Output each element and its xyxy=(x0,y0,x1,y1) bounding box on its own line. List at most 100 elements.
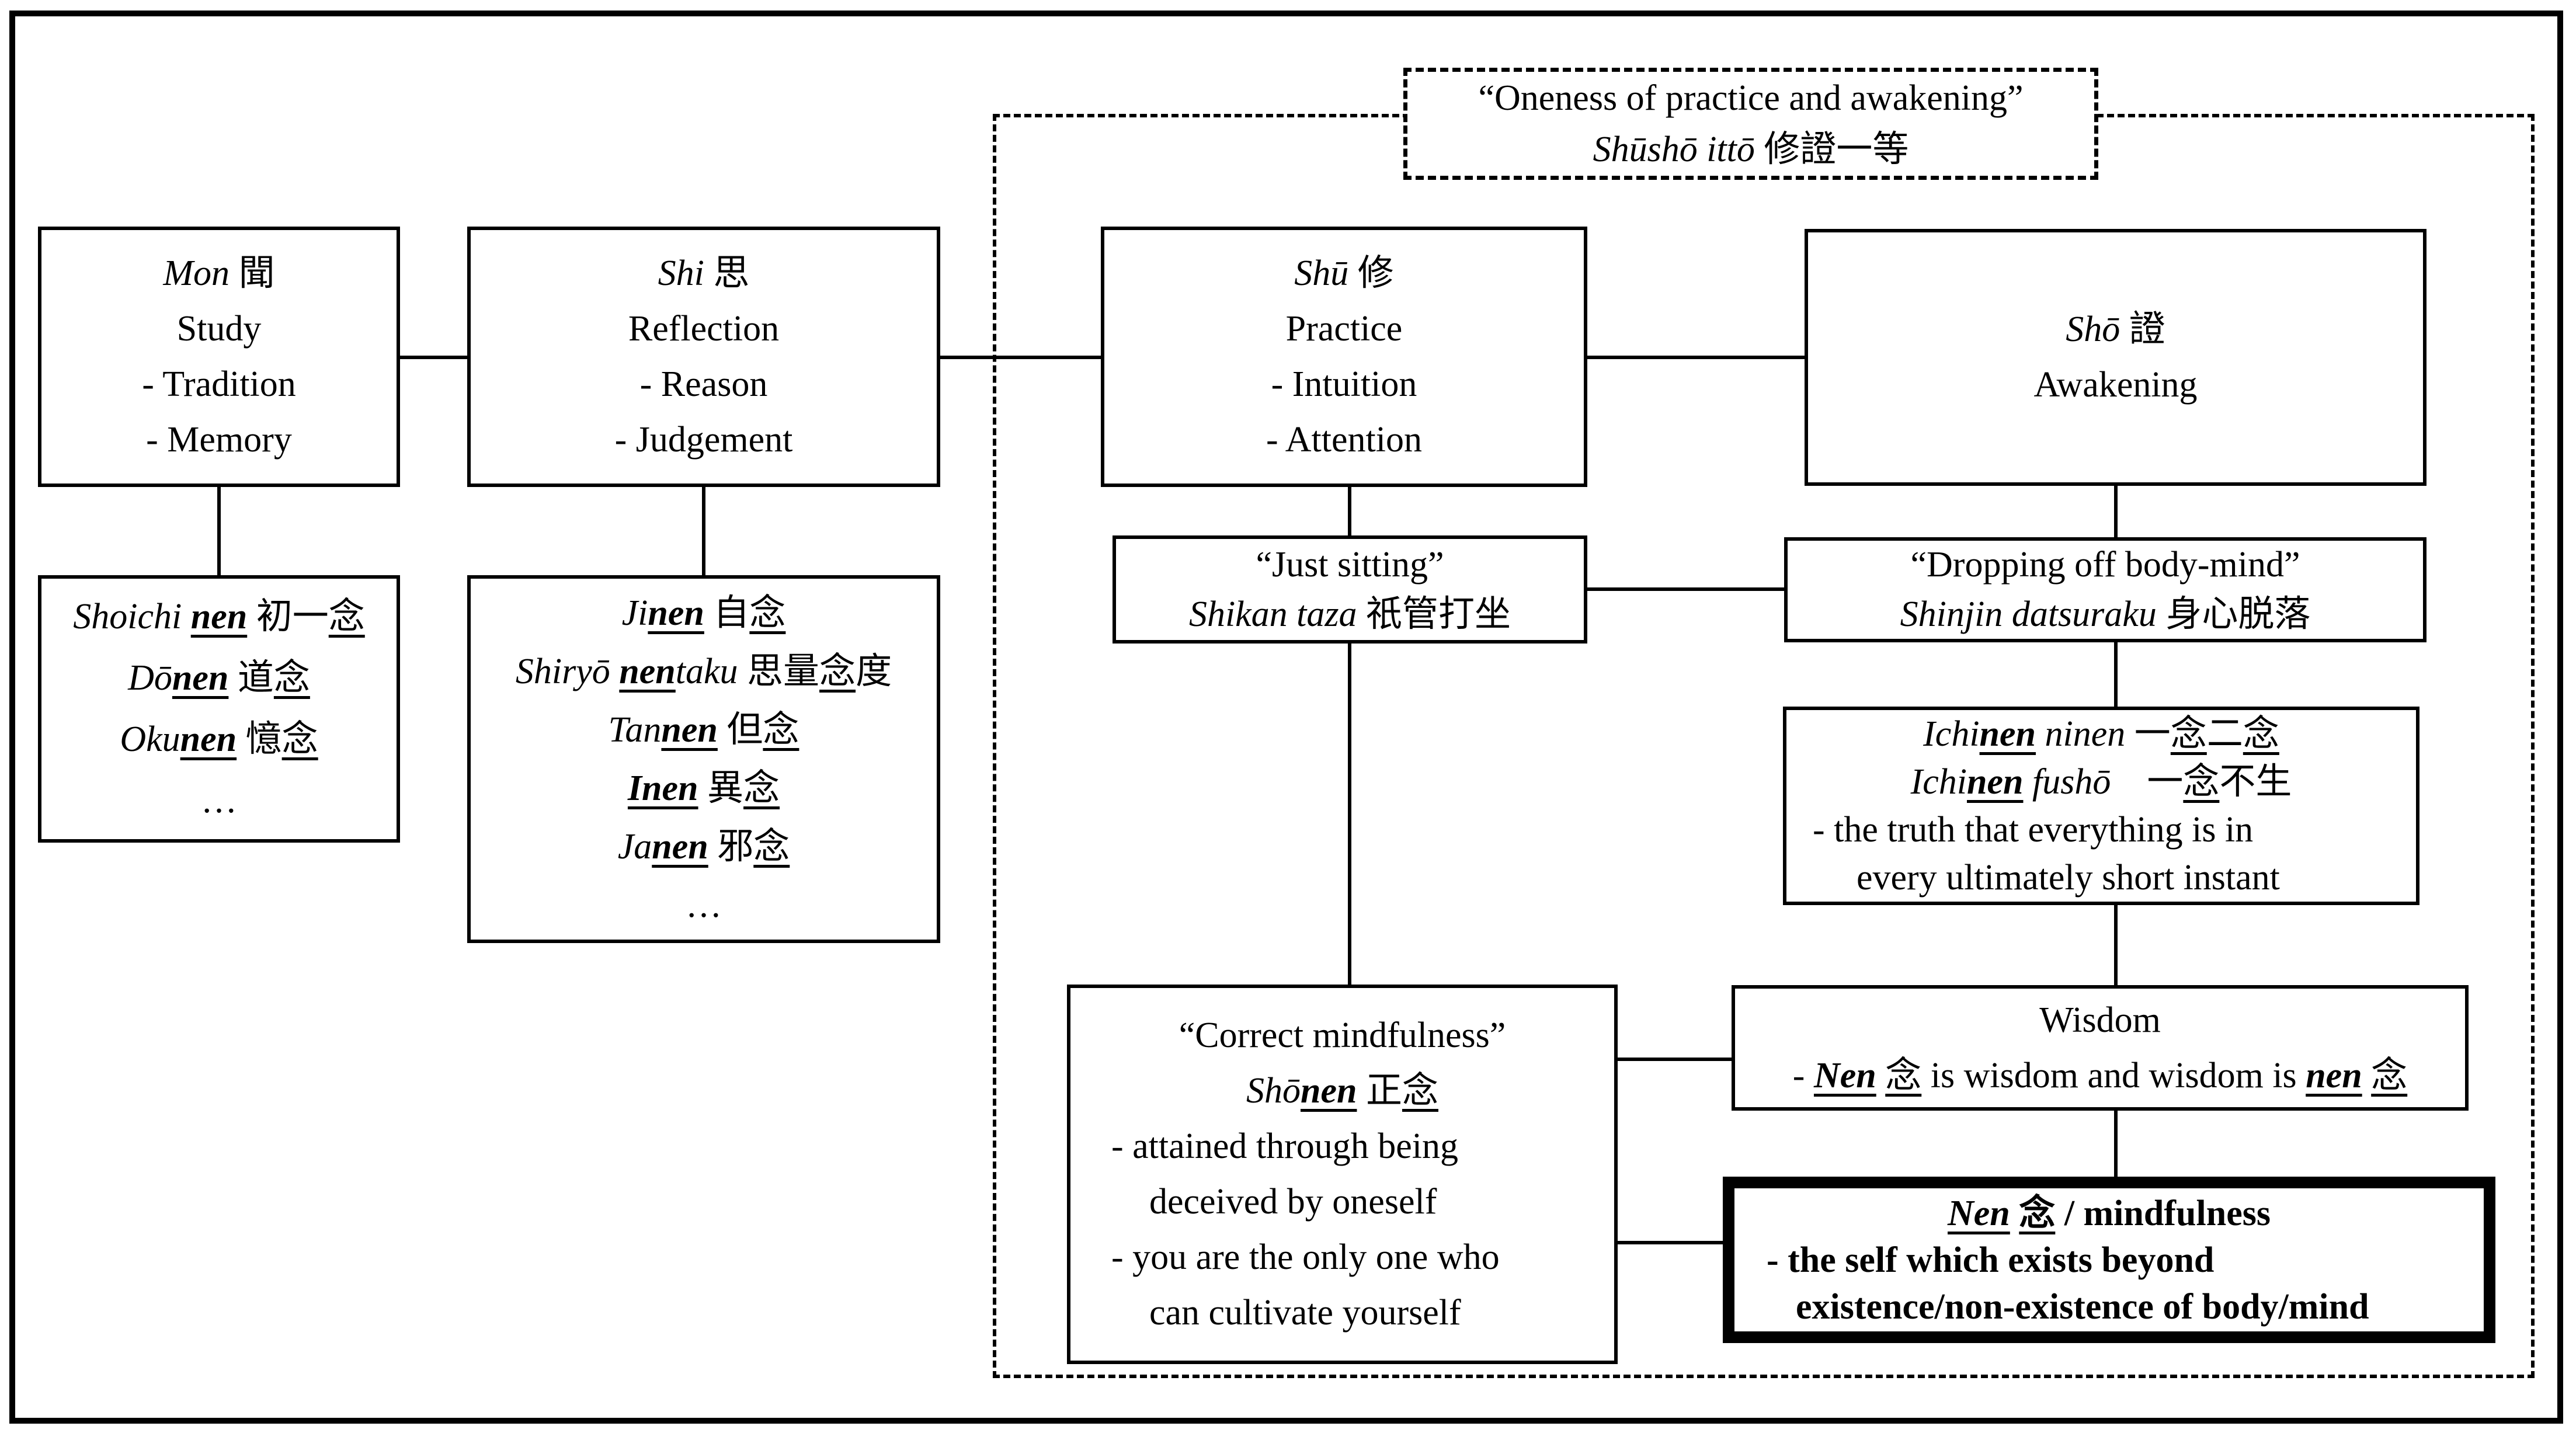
text-segment: nen xyxy=(661,710,718,750)
text-segment: “Dropping off body-mind” xyxy=(1910,545,2300,585)
text-segment: nen xyxy=(1300,1071,1357,1111)
text-segment: nen xyxy=(172,658,229,698)
text-segment: … xyxy=(686,885,722,925)
text-segment: 念 xyxy=(743,768,780,808)
text-segment: 道 xyxy=(228,658,274,698)
text-segment: Study xyxy=(176,309,262,349)
connector-wisdom-nen xyxy=(2114,1109,2118,1177)
text-segment: Shū xyxy=(1294,253,1349,293)
text-segment: Dō xyxy=(128,658,172,698)
text-segment: 念 xyxy=(1402,1071,1438,1111)
study-box: Mon 聞 Study - Tradition - Memory xyxy=(38,227,400,487)
oneness-romaji-kanji: Shūshō ittō 修證一等 xyxy=(1407,124,2094,175)
oneness-title: “Oneness of practice and awakening” xyxy=(1407,72,2094,124)
ellipsis: … xyxy=(41,770,397,832)
text-segment: 正 xyxy=(1357,1071,1402,1111)
shiryo-nentaku-line: Shiryō nentaku 思量念度 xyxy=(471,642,937,701)
text-segment: - Tradition xyxy=(142,364,296,404)
text-segment: “Just sitting” xyxy=(1256,544,1444,585)
shinjin-datsuraku-line: Shinjin datsuraku 身心脱落 xyxy=(1788,590,2423,639)
text-segment: 念 xyxy=(753,827,790,867)
text-segment: 念 xyxy=(1885,1055,1922,1095)
text-segment: 思量 xyxy=(738,652,820,691)
text-segment: 修證一等 xyxy=(1754,130,1909,169)
text-segment: every ultimately short instant xyxy=(1857,858,2280,898)
practice-label: Practice xyxy=(1104,301,1584,357)
text-segment: nen xyxy=(648,593,704,633)
text-segment: Shi xyxy=(658,253,704,293)
text-segment: 證 xyxy=(2120,309,2165,349)
awakening-label: Awakening xyxy=(1808,357,2423,413)
text-segment: 異 xyxy=(698,768,744,808)
text-segment: 念 xyxy=(2170,714,2207,754)
connector-shi-jinen xyxy=(702,487,705,575)
correct-title: “Correct mindfulness” xyxy=(1070,1008,1614,1063)
text-segment: “Oneness of practice and awakening” xyxy=(1478,78,2024,118)
correct-mindfulness-box: “Correct mindfulness” Shōnen 正念 - attain… xyxy=(1067,985,1618,1364)
text-segment: Wisdom xyxy=(2039,1000,2161,1040)
janen-line: Janen 邪念 xyxy=(471,818,937,876)
ichinen-ninen-line: Ichinen ninen 一念二念 xyxy=(1786,710,2416,758)
ellipsis: … xyxy=(471,876,937,934)
ichinen-note-line2: every ultimately short instant xyxy=(1786,854,2486,902)
nen-note-line1: - the self which exists beyond xyxy=(1734,1237,2516,1284)
text-segment: Shō xyxy=(1246,1071,1301,1111)
connector-mon-shi xyxy=(400,356,467,359)
text-segment: Nen xyxy=(1813,1055,1876,1095)
text-segment: 度 xyxy=(856,652,892,691)
okunen-line: Okunen 憶念 xyxy=(41,709,397,770)
text-segment: nen xyxy=(1967,762,2024,802)
text-segment: Practice xyxy=(1285,309,1403,349)
text-segment: nen xyxy=(190,597,248,636)
wisdom-box: Wisdom - Nen 念 is wisdom and wisdom is n… xyxy=(1732,985,2469,1111)
text-segment: - Intuition xyxy=(1271,364,1417,404)
shoichi-line: Shoichi nen 初一念 xyxy=(41,586,397,648)
text-segment: - Memory xyxy=(146,420,292,460)
text-segment: Reflection xyxy=(628,309,780,349)
just-sitting-box: “Just sitting” Shikan taza 祇管打坐 xyxy=(1113,535,1587,644)
reflection-box: Shi 思 Reflection - Reason - Judgement xyxy=(467,227,940,487)
text-segment: Shoichi xyxy=(73,597,191,636)
jinen-box: Jinen 自念 Shiryō nentaku 思量念度 Tannen 但念 I… xyxy=(467,575,940,943)
connector-justsitting-dropping xyxy=(1587,587,1784,591)
nen-mindfulness-box: Nen 念 / mindfulness - the self which exi… xyxy=(1723,1177,2495,1343)
connector-ichinen-wisdom xyxy=(2114,904,2118,985)
text-segment: / mindfulness xyxy=(2055,1193,2271,1233)
connector-awakening-dropping xyxy=(2114,486,2118,538)
tannen-line: Tannen 但念 xyxy=(471,701,937,759)
text-segment: Shikan taza xyxy=(1188,594,1357,634)
practice-box: Shū 修 Practice - Intuition - Attention xyxy=(1101,227,1587,487)
text-segment: Shūshō ittō xyxy=(1593,130,1755,169)
connector-practice-awakening xyxy=(1587,356,1805,359)
text-segment: nen xyxy=(1979,714,2036,754)
text-segment: Shiryō xyxy=(515,652,620,691)
text-segment: fushō xyxy=(2023,762,2111,802)
text-segment: 身心脱落 xyxy=(2156,594,2311,634)
text-segment: 念 xyxy=(2183,762,2220,802)
text-segment: - attained through being xyxy=(1111,1126,1458,1166)
ichinen-box: Ichinen ninen 一念二念 Ichinen fushō 一念不生 - … xyxy=(1783,707,2419,905)
text-segment: 一 xyxy=(2125,714,2171,754)
text-segment: nen xyxy=(180,719,237,759)
text-segment: existence/non-existence of body/mind xyxy=(1796,1286,2369,1327)
text-segment: 念 xyxy=(328,597,365,636)
text-segment: 念 xyxy=(2371,1055,2408,1095)
inen-line: Inen 異念 xyxy=(471,759,937,818)
awakening-box: Shō 證 Awakening xyxy=(1805,229,2426,486)
text-segment: Oku xyxy=(120,719,180,759)
shonen-line: Shōnen 正念 xyxy=(1070,1063,1614,1119)
text-segment: nen xyxy=(652,827,708,867)
text-segment: - you are the only one who xyxy=(1111,1237,1500,1277)
page-border xyxy=(9,11,2563,1424)
wisdom-title: Wisdom xyxy=(1735,993,2465,1048)
text-segment: is wisdom and wisdom is xyxy=(1921,1055,2306,1095)
connector-shi-practice xyxy=(940,356,1101,359)
text-segment: Mon xyxy=(163,253,230,293)
text-segment: Awakening xyxy=(2033,365,2198,405)
text-segment: 祇管打坐 xyxy=(1357,594,1511,634)
correct-note1-line2: deceived by oneself xyxy=(1070,1174,1693,1230)
text-segment: 念 xyxy=(763,710,799,750)
text-segment: Inen xyxy=(627,768,698,808)
mon-item-tradition: - Tradition xyxy=(41,357,397,412)
shikan-taza-line: Shikan taza 祇管打坐 xyxy=(1116,590,1584,639)
